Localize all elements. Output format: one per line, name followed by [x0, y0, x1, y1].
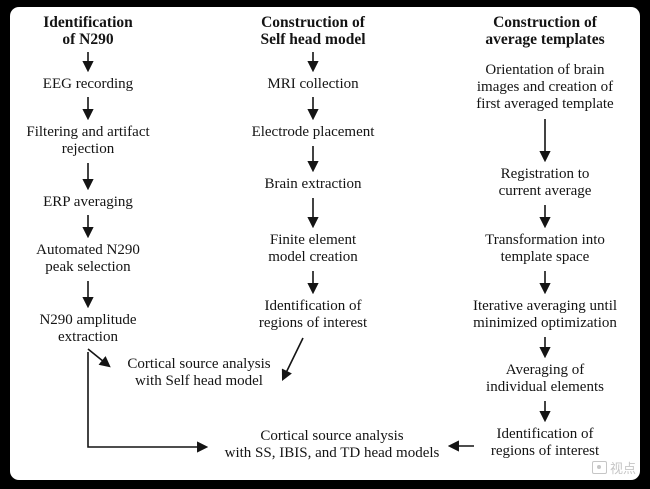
watermark: 视点 — [591, 458, 636, 477]
step-registration: Registration to current average — [498, 166, 592, 199]
step-averaging-elements: Averaging of individual elements — [486, 362, 604, 395]
step-finite-element: Finite element model creation — [268, 232, 358, 265]
col3-header: Construction of average templates — [485, 14, 605, 48]
watermark-text: 视点 — [609, 462, 636, 477]
arrow-diagonal-left — [87, 348, 111, 368]
step-amplitude-extraction: N290 amplitude extraction — [39, 312, 137, 345]
step-roi-average: Identification of regions of interest — [490, 426, 600, 459]
step-mri-collection: MRI collection — [267, 76, 359, 92]
col1-header: Identification of N290 — [43, 14, 133, 48]
step-transformation: Transformation into template space — [485, 232, 605, 265]
step-electrode-placement: Electrode placement — [251, 124, 375, 140]
step-orientation-template: Orientation of brain images and creation… — [476, 62, 614, 112]
step-filtering-artifact: Filtering and artifact rejection — [26, 124, 150, 157]
step-roi-self: Identification of regions of interest — [258, 298, 368, 331]
step-iterative-averaging: Iterative averaging until minimized opti… — [472, 298, 618, 331]
merge-all-head-models: Cortical source analysis with SS, IBIS, … — [224, 428, 440, 461]
diagram-background — [10, 7, 640, 480]
step-erp-averaging: ERP averaging — [43, 194, 133, 210]
merge-self-head-model: Cortical source analysis with Self head … — [127, 356, 271, 389]
step-peak-selection: Automated N290 peak selection — [36, 242, 140, 275]
watermark-logo-icon — [591, 461, 607, 474]
arrow-elbow-connector — [87, 352, 209, 453]
step-eeg-recording: EEG recording — [42, 76, 134, 92]
step-brain-extraction: Brain extraction — [264, 176, 362, 192]
arrow-diagonal-right — [281, 337, 304, 382]
col2-header: Construction of Self head model — [260, 14, 366, 48]
